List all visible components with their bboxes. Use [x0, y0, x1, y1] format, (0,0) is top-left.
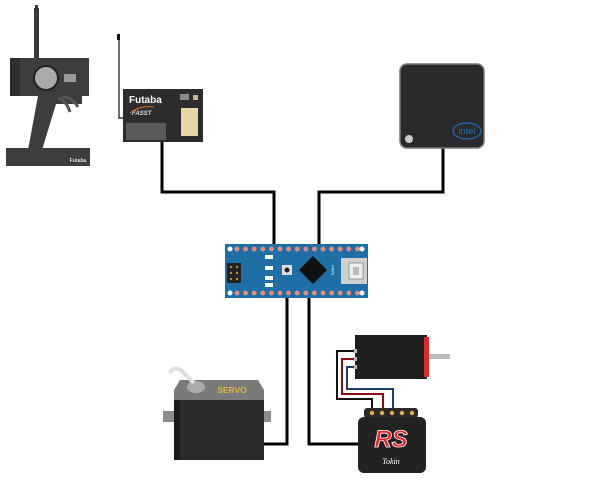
transmitter-brand: Futaba — [70, 158, 87, 164]
header-pin — [269, 246, 274, 252]
computer-power-led — [405, 135, 413, 143]
servo-horn-hub — [187, 381, 205, 393]
arduino-top-pins — [234, 246, 360, 252]
wire-motor-red — [341, 358, 384, 412]
chip-label: NANO — [331, 265, 335, 275]
header-pin — [294, 246, 300, 252]
header-pin — [234, 290, 240, 296]
esc-logo: RS — [374, 426, 407, 453]
transmitter-wheel — [33, 65, 59, 91]
receiver-pin-header — [181, 108, 198, 136]
header-pin — [286, 290, 291, 296]
header-pin — [329, 290, 334, 296]
header-pin — [251, 246, 257, 252]
receiver-antenna — [118, 34, 124, 119]
servo-label: SERVO — [217, 385, 247, 395]
header-pin — [286, 246, 291, 252]
wire-arduino-to-servo — [263, 297, 289, 446]
arduino-bottom-pins — [234, 290, 360, 296]
header-pin — [346, 290, 352, 296]
header-pin — [303, 246, 309, 252]
motor-shaft — [428, 354, 450, 359]
icsp-header — [227, 263, 241, 283]
header-pin — [260, 246, 266, 252]
header-pin — [294, 290, 300, 296]
arduino-nano: NANO — [225, 244, 368, 298]
servo-body — [174, 400, 264, 460]
header-pin — [243, 290, 249, 296]
header-pin — [320, 290, 326, 296]
header-pin — [312, 290, 317, 296]
header-pin — [337, 290, 343, 296]
esc: RS Tokin — [358, 408, 426, 473]
dc-motor — [353, 335, 450, 379]
transmitter-antenna — [34, 8, 39, 64]
motor-esc-wires — [336, 350, 394, 412]
motor-end-cap — [424, 337, 429, 377]
motor-body — [355, 335, 427, 379]
computer-brand: intel — [459, 126, 476, 136]
wire-motor-blue — [346, 366, 394, 412]
receiver: Futaba FASST — [117, 34, 203, 142]
header-pin — [312, 246, 317, 252]
wire-receiver-to-arduino — [160, 140, 276, 245]
receiver-label-plate — [126, 123, 166, 140]
header-pin — [277, 290, 283, 296]
header-pin — [303, 290, 309, 296]
header-pin — [337, 246, 343, 252]
header-pin — [243, 246, 249, 252]
wires — [160, 140, 445, 446]
transmitter: Futaba — [6, 5, 90, 166]
computer-body — [399, 63, 485, 149]
header-pin — [269, 290, 274, 296]
header-pin — [260, 290, 266, 296]
header-pin — [251, 290, 257, 296]
wire-computer-to-arduino — [317, 146, 445, 245]
servo: SERVO — [163, 366, 271, 460]
microcontroller-chip — [299, 256, 327, 284]
header-pin — [346, 246, 352, 252]
header-pin — [320, 246, 326, 252]
wire-arduino-to-esc — [307, 297, 358, 446]
servo-horn — [168, 366, 196, 385]
receiver-led — [180, 94, 189, 100]
header-pin — [355, 290, 360, 296]
receiver-protocol: FASST — [132, 111, 153, 117]
wire-motor-black — [336, 350, 373, 412]
header-pin — [234, 246, 240, 252]
esc-brand: Tokin — [382, 457, 400, 466]
intel-computer: intel — [399, 63, 485, 149]
transmitter-base — [6, 148, 90, 166]
header-pin — [329, 246, 334, 252]
header-pin — [355, 246, 360, 252]
esc-body — [358, 417, 426, 473]
receiver-brand: Futaba — [129, 95, 162, 106]
header-pin — [277, 246, 283, 252]
